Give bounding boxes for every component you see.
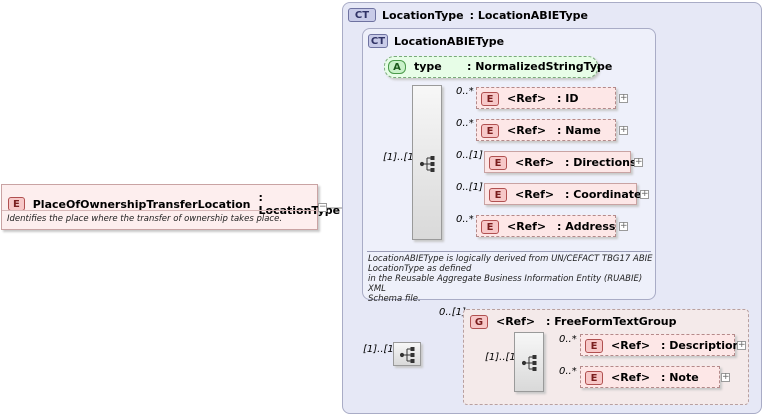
sequence-icon [420,156,435,172]
element-name: : Directions [565,156,637,169]
group-sequence-compositor[interactable] [514,332,544,392]
complex-type-badge: CT [348,8,376,22]
element-name: : Name [557,124,601,137]
element-badge: E [481,92,499,106]
group-badge: G [470,315,488,329]
complex-type-badge: CT [368,34,388,48]
root-element-name: PlaceOfOwnershipTransferLocation [32,197,251,211]
element-cardinality: 0..* [559,334,577,345]
element-name: : Coordinate [565,188,642,201]
element-description[interactable]: E <Ref> : Description [580,334,740,356]
expand-icon[interactable]: + [721,372,730,382]
attribute-type[interactable]: A type : NormalizedStringType [384,56,612,78]
sequence-compositor[interactable] [412,85,442,240]
element-name: : Description [661,339,741,352]
element-ref: <Ref> [507,124,547,137]
group-sequence-cardinality: [1]..[1] [485,352,520,363]
group-cardinality: 0..[1] [439,307,466,318]
attribute-badge: A [388,60,406,74]
element-id[interactable]: E <Ref> : ID [476,87,616,109]
complex-type-base: : LocationABIEType [469,8,589,22]
element-directions[interactable]: E <Ref> : Directions [484,151,637,173]
expand-icon[interactable]: + [737,340,746,350]
outer-sequence-compositor[interactable] [393,342,421,366]
element-note[interactable]: E <Ref> : Note [580,366,720,388]
element-ref: <Ref> [507,220,547,233]
element-cardinality: 0..* [456,214,474,225]
element-badge: E [489,156,507,170]
element-name-ref[interactable]: E <Ref> : Name [476,119,616,141]
element-coordinate[interactable]: E <Ref> : Coordinate [484,183,641,205]
element-badge: E [8,197,25,211]
element-cardinality: 0..[1] [456,150,483,161]
element-address[interactable]: E <Ref> : Address [476,215,616,237]
element-cardinality: 0..* [456,86,474,97]
element-badge: E [481,124,499,138]
inner-type-doc: LocationABIEType is logically derived fr… [368,254,653,304]
group-name: : FreeFormTextGroup [546,315,677,328]
element-ref: <Ref> [611,371,651,384]
sequence-icon [522,355,537,371]
expand-icon[interactable]: + [634,157,643,167]
element-ref: <Ref> [515,188,555,201]
element-cardinality: 0..[1] [456,182,483,193]
expand-icon[interactable]: + [640,189,649,199]
element-badge: E [585,339,603,353]
element-ref: <Ref> [515,156,555,169]
element-cardinality: 0..* [559,366,577,377]
element-badge: E [481,220,499,234]
root-element-doc: Identifies the place where the transfer … [7,214,283,224]
element-ref: <Ref> [611,339,651,352]
attribute-name: type [414,60,442,73]
expand-icon[interactable]: + [619,221,628,231]
root-element[interactable]: E PlaceOfOwnershipTransferLocation : Loc… [1,184,340,230]
outer-sequence-cardinality: [1]..[1] [363,344,398,355]
attribute-type-name: : NormalizedStringType [467,60,613,73]
element-name: : Note [661,371,699,384]
element-badge: E [585,371,603,385]
expand-icon[interactable]: + [619,93,628,103]
element-badge: E [489,188,507,202]
element-cardinality: 0..* [456,118,474,129]
inner-type-title: LocationABIEType [394,34,505,48]
element-ref: <Ref> [507,92,547,105]
group-free-form-text[interactable]: G <Ref> : FreeFormTextGroup [463,309,749,405]
element-name: : Address [557,220,616,233]
group-ref: <Ref> [496,315,536,328]
sequence-cardinality: [1]..[1] [383,152,418,163]
collapse-icon[interactable]: − [318,202,327,212]
sequence-icon [400,347,415,363]
expand-icon[interactable]: + [619,125,628,135]
complex-type-title: LocationType [382,8,464,22]
element-name: : ID [557,92,579,105]
